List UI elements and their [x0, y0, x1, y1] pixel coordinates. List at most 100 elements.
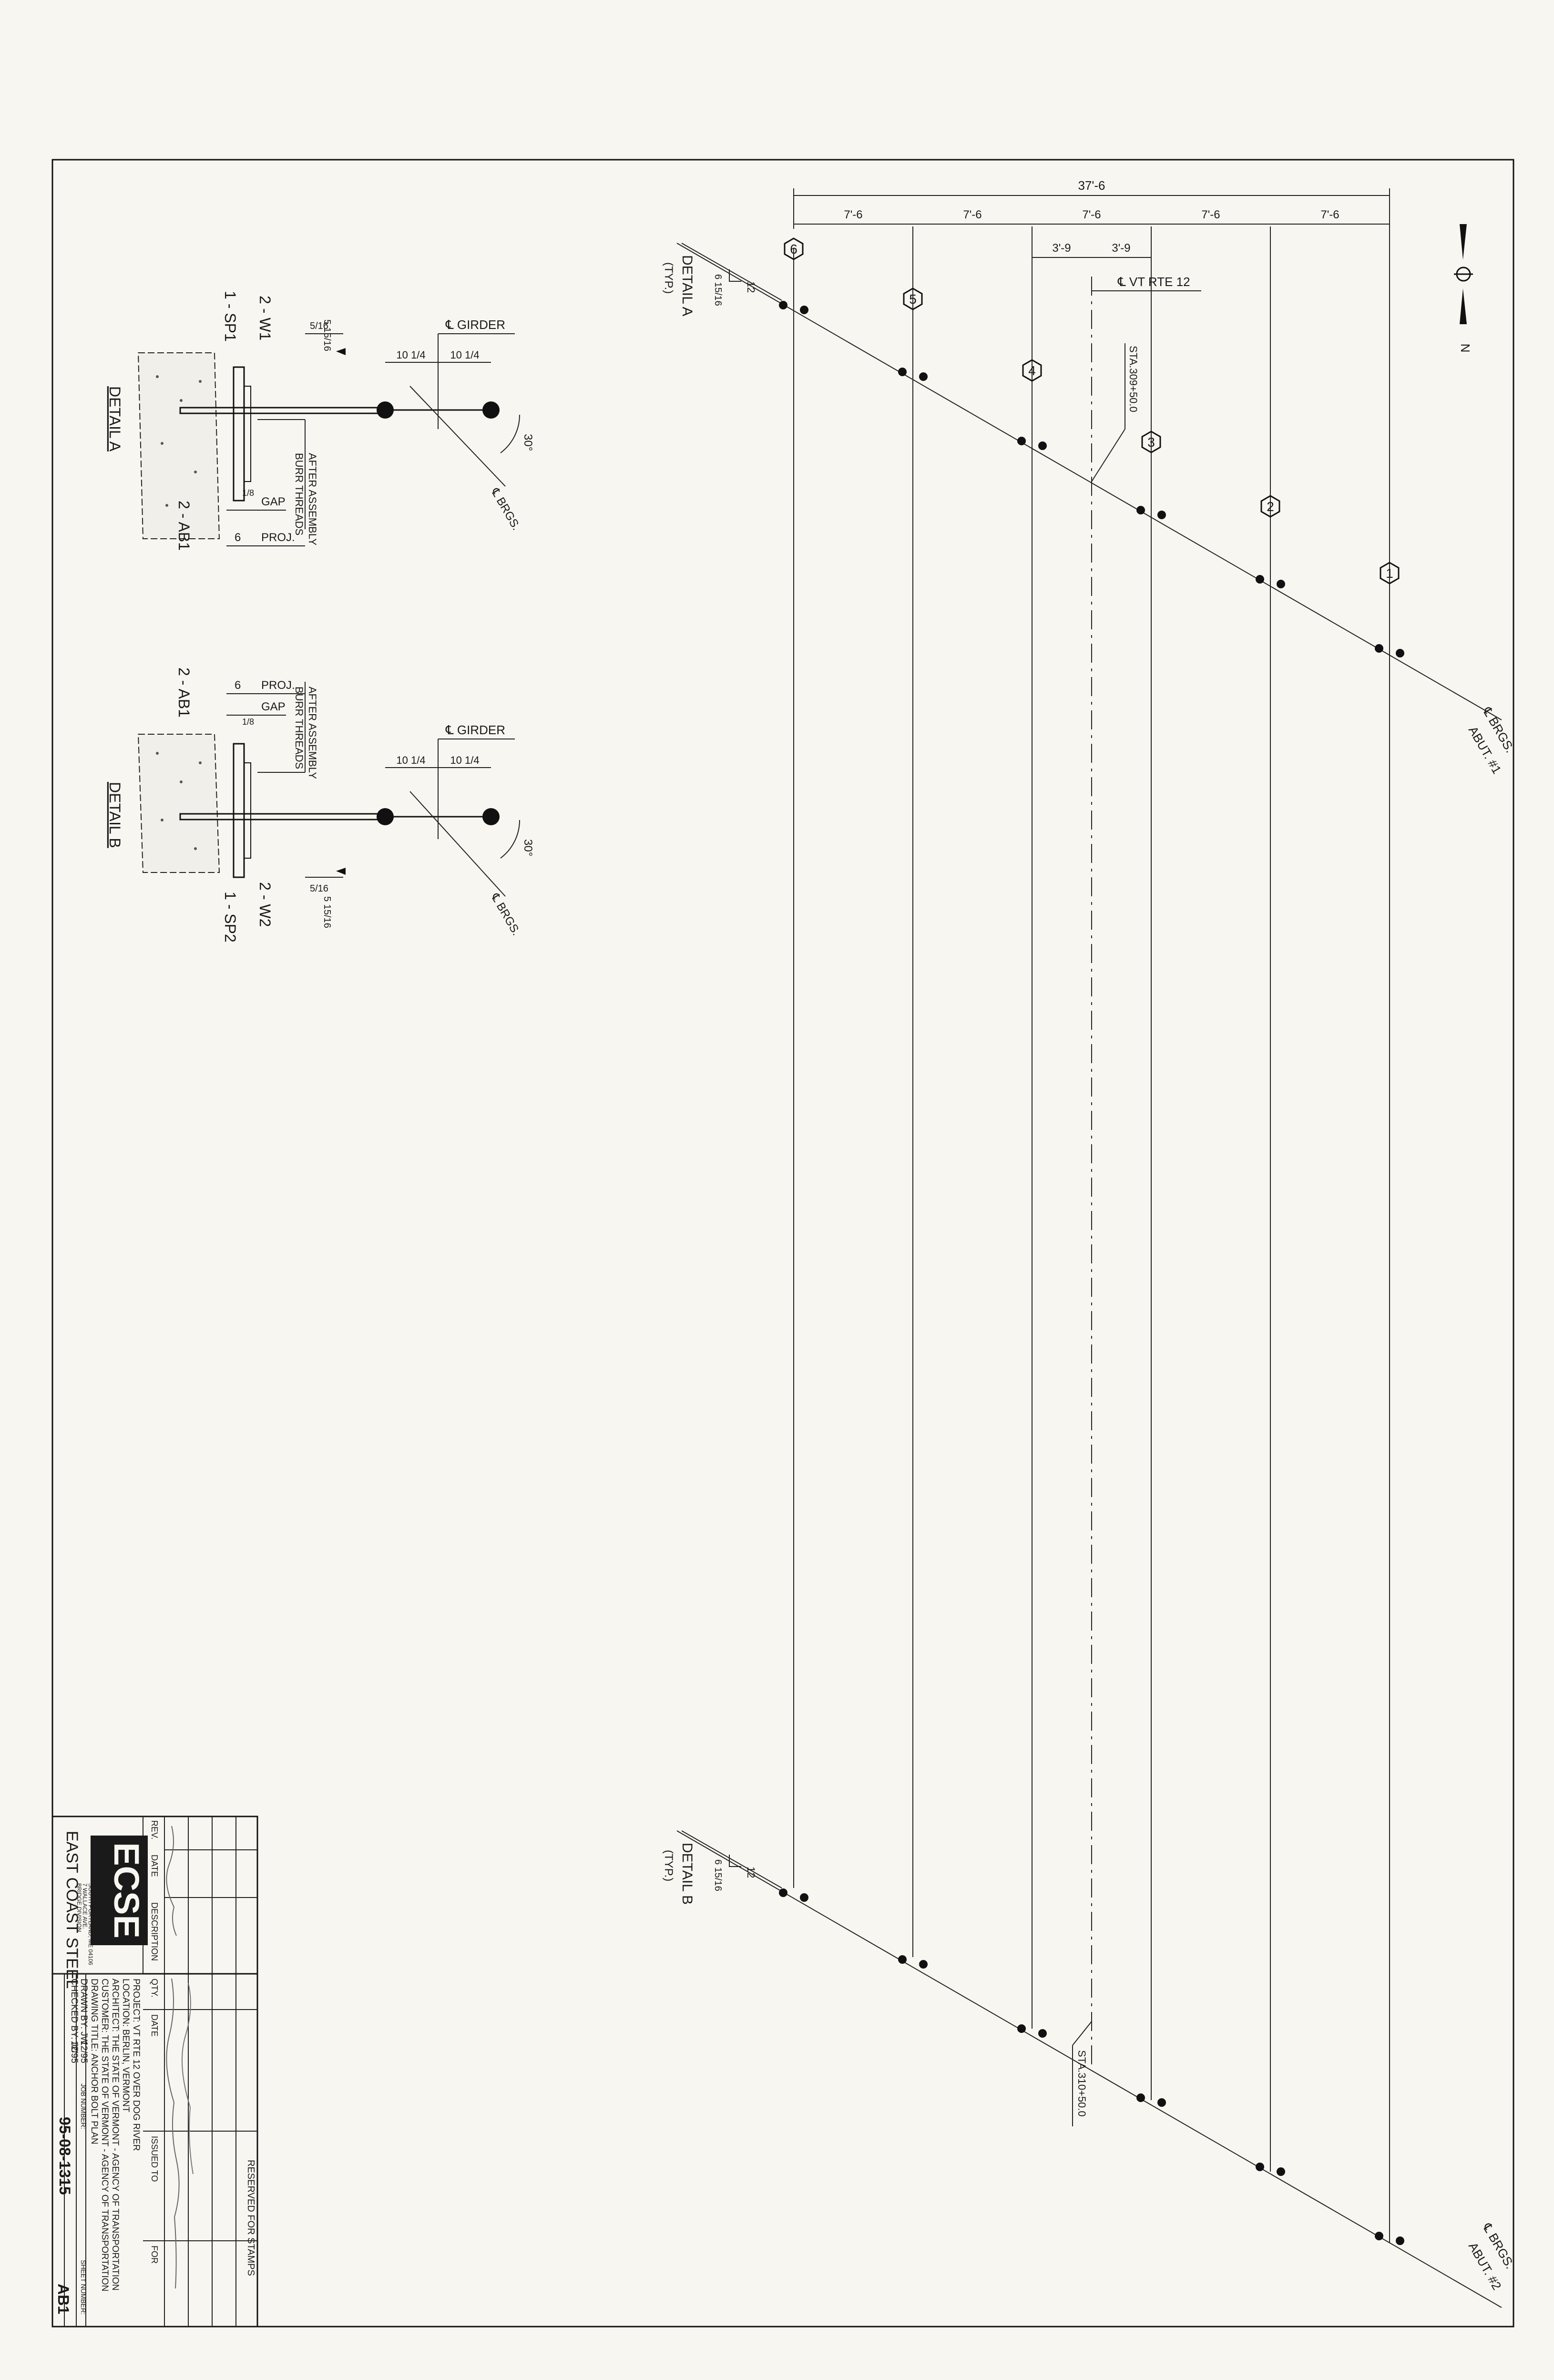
detail-a-proj: PROJ.	[261, 531, 295, 544]
customer-line: CUSTOMER: THE STATE OF VERMONT - AGENCY …	[100, 1979, 110, 2291]
title-block: ECSE EAST COAST STEEL BRIDGE DIVISION 7 …	[51, 1816, 258, 2328]
location-line: LOCATION: BERLIN, VERMONT	[121, 1979, 131, 2113]
bay-dim-1: 7'-6	[844, 208, 862, 221]
detail-a-spacing-2: 10 1/4	[450, 349, 479, 361]
checked-by: CHECKED BY: JC	[69, 1979, 79, 2053]
skew-a-dim: 6 15/16	[713, 274, 723, 306]
detail-b-burr-1: BURR THREADS	[293, 687, 305, 769]
anchor-bolt-plan: 37'-6 7'-6 7'-6 7'-6 7'-6 7'-6 3'-9 3'-9…	[662, 178, 1517, 2308]
drawing-title-line: DRAWING TITLE: ANCHOR BOLT PLAN	[89, 1979, 99, 2144]
girder-bubble-6: 6	[790, 242, 797, 256]
detail-a-plate	[233, 366, 245, 502]
bolts-abut1	[779, 301, 1404, 657]
issue-date-header: DATE	[150, 2014, 159, 2037]
girder-bubble-4: 4	[1028, 363, 1036, 378]
detail-a-girder: ℄ GIRDER	[445, 318, 505, 332]
company-name: EAST COAST STEEL	[63, 1831, 81, 1989]
job-number: 95-08-1315	[56, 2117, 73, 2195]
detail-a-gap: GAP	[261, 495, 286, 508]
callout-detail-a-typ: (TYP.)	[662, 262, 675, 294]
detail-b-concrete	[137, 734, 220, 873]
detail-b-bolt-mark: 2 - AB1	[175, 667, 193, 718]
reserved-stamps: RESERVED FOR STAMPS	[245, 2160, 256, 2276]
detail-a-brgs: ℄ BRGS.	[488, 486, 522, 533]
detail-b-angle: 30°	[521, 839, 534, 856]
detail-b-plate-mark: 1 - SP2	[222, 892, 239, 943]
handwritten-revision-mark	[166, 1826, 177, 1936]
detail-b-gap-dim: 1/8	[242, 717, 254, 727]
detail-b-brgs: ℄ BRGS.	[488, 891, 522, 938]
bay-dim-4: 7'-6	[1201, 208, 1220, 221]
detail-b-spacing-2: 10 1/4	[450, 754, 479, 766]
girder-bubble-1: 1	[1386, 566, 1393, 581]
company-sub-1: BRIDGE DIVISION	[76, 1883, 82, 1932]
detail-b-proj-dim: 6	[235, 679, 241, 692]
callout-detail-b-typ: (TYP.)	[662, 1850, 675, 1881]
detail-a-weld-size: 5/16	[310, 321, 328, 331]
skew-a-12: 12	[745, 281, 757, 293]
brg-line-abut2	[676, 1830, 1502, 2308]
detail-a-angle: 30°	[521, 434, 534, 451]
company-sub-2: 7 WALLACE AVE.	[82, 1883, 88, 1929]
detail-b-proj: PROJ.	[261, 679, 295, 692]
description-header: DESCRIPTION	[150, 1902, 159, 1961]
station-top: STA.309+50.0	[1127, 346, 1139, 412]
detail-b-weld-fraction: 5 15/16	[322, 896, 332, 928]
detail-b-spacing-1: 10 1/4	[396, 754, 425, 766]
company-sub-4: 207-775-1460	[93, 1883, 100, 1919]
north-arrow-icon: N	[1454, 224, 1473, 352]
half-dim-2: 3'-9	[1112, 242, 1130, 255]
bay-dim-2: 7'-6	[963, 208, 981, 221]
bolts-abut2	[779, 1888, 1404, 2245]
sheet-number: AB1	[55, 2284, 72, 2314]
issued-to-header: ISSUED TO	[150, 2136, 159, 2182]
sheet-number-label: SHEET NUMBER:	[80, 2260, 87, 2315]
sheet-border	[51, 159, 1514, 2328]
detail-a-weld-mark: 2 - W1	[256, 296, 274, 340]
detail-b-plate	[233, 743, 245, 878]
skew-b-12: 12	[745, 1867, 757, 1878]
detail-b-weld-size: 5/16	[310, 883, 328, 894]
drawn-date: 12/95	[79, 2041, 89, 2063]
detail-a-spacing-1: 10 1/4	[396, 349, 425, 361]
handwritten-issue-mark-2	[181, 1983, 194, 2175]
station-bottom: STA.310+50.0	[1076, 2050, 1088, 2117]
detail-a-proj-dim: 6	[235, 531, 241, 544]
drawn-by: DRAWN BY: JW	[79, 1979, 89, 2045]
half-dim-1: 3'-9	[1052, 242, 1071, 255]
detail-a-plate-mark: 1 - SP1	[222, 291, 239, 342]
detail-a-burr-2: AFTER ASSEMBLY	[307, 453, 318, 545]
ecse-logo	[91, 1836, 148, 1945]
bay-dim-3: 7'-6	[1082, 208, 1101, 221]
detail-a-weld-fraction: 5 15/16	[322, 319, 332, 351]
job-number-label: JOB NUMBER:	[80, 2083, 87, 2129]
company-sub-3: SOUTH PORTLAND, ME 04106	[87, 1883, 94, 1965]
qty-header: QTY.	[150, 1979, 159, 1998]
detail-b: ℄ GIRDER 10 1/4 10 1/4 30° ℄ BRGS. BURR …	[106, 667, 534, 943]
detail-b-weld-mark: 2 - W2	[256, 882, 274, 927]
for-header: FOR	[150, 2246, 159, 2264]
callout-detail-a: DETAIL A	[679, 255, 695, 316]
detail-a-gap-dim: 1/8	[242, 488, 254, 498]
handwritten-issue-mark	[166, 1978, 180, 2289]
rev-header: REV.	[150, 1820, 159, 1839]
road-cl-label: ℄ VT RTE 12	[1117, 275, 1190, 289]
overall-dim: 37'-6	[1078, 178, 1105, 193]
callout-detail-b: DETAIL B	[679, 1843, 695, 1905]
girder-bubble-2: 2	[1267, 499, 1274, 514]
checked-date: 12/95	[69, 2041, 79, 2063]
girder-bubble-5: 5	[909, 292, 917, 307]
detail-a-bolt-mark: 2 - AB1	[175, 501, 193, 551]
project-line: PROJECT: VT RTE 12 OVER DOG RIVER	[131, 1979, 141, 2151]
detail-a: ℄ GIRDER 10 1/4 10 1/4 30° ℄ BRGS. BURR …	[106, 291, 534, 551]
detail-b-gap: GAP	[261, 700, 286, 713]
detail-a-concrete	[137, 352, 220, 539]
detail-a-burr-1: BURR THREADS	[293, 453, 305, 535]
north-label: N	[1458, 344, 1472, 353]
detail-b-burr-2: AFTER ASSEMBLY	[307, 687, 318, 779]
bay-dim-5: 7'-6	[1320, 208, 1339, 221]
detail-b-girder: ℄ GIRDER	[445, 723, 505, 737]
skew-b-dim: 6 15/16	[713, 1859, 723, 1891]
